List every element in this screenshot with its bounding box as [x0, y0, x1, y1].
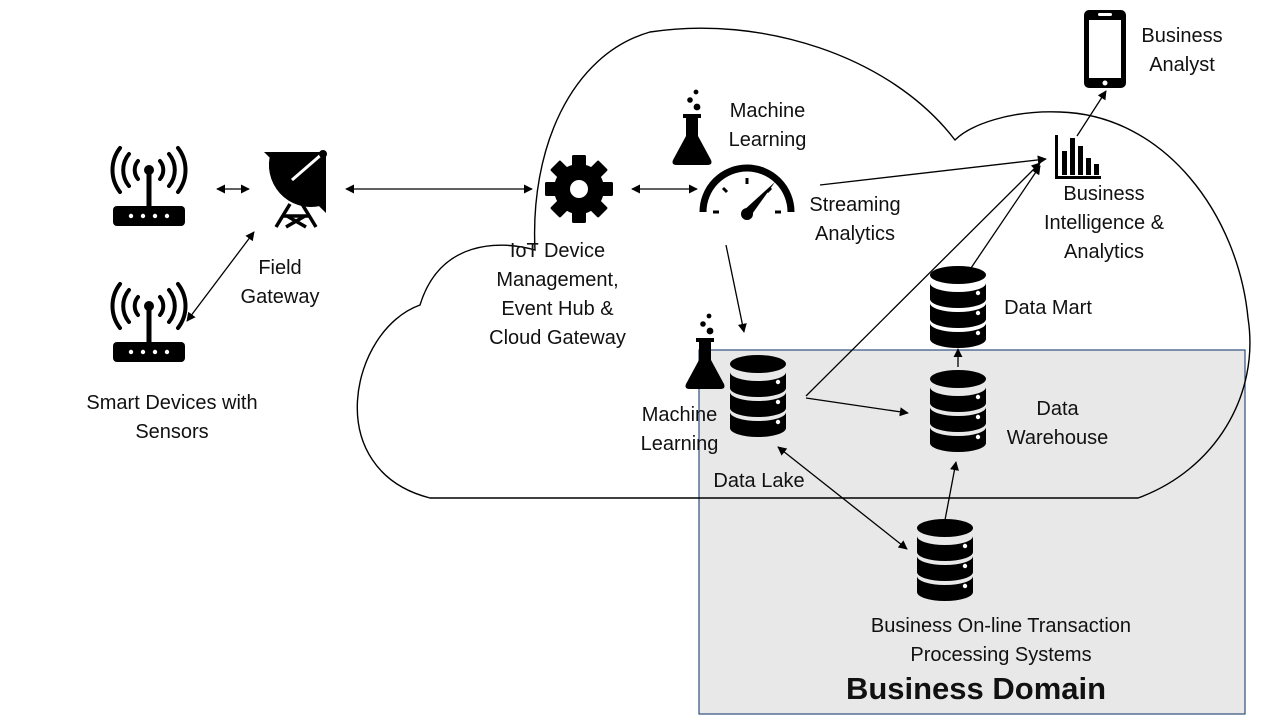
data-mart-label: Data Mart	[1004, 297, 1092, 319]
speedometer-icon	[699, 164, 795, 220]
router-icon	[110, 146, 188, 228]
satellite-dish-icon	[264, 150, 327, 229]
flask-icon	[672, 89, 712, 165]
cloud-outline	[356, 27, 1251, 499]
router-icon	[110, 282, 188, 364]
connectors	[186, 90, 1107, 550]
gear-icon	[545, 155, 613, 223]
bar-chart-icon	[1055, 135, 1101, 179]
data-lake-label: Data Lake	[713, 470, 805, 492]
database-icon	[930, 266, 986, 348]
smartphone-icon	[1084, 10, 1126, 88]
business-domain-title: Business Domain	[845, 671, 1107, 706]
